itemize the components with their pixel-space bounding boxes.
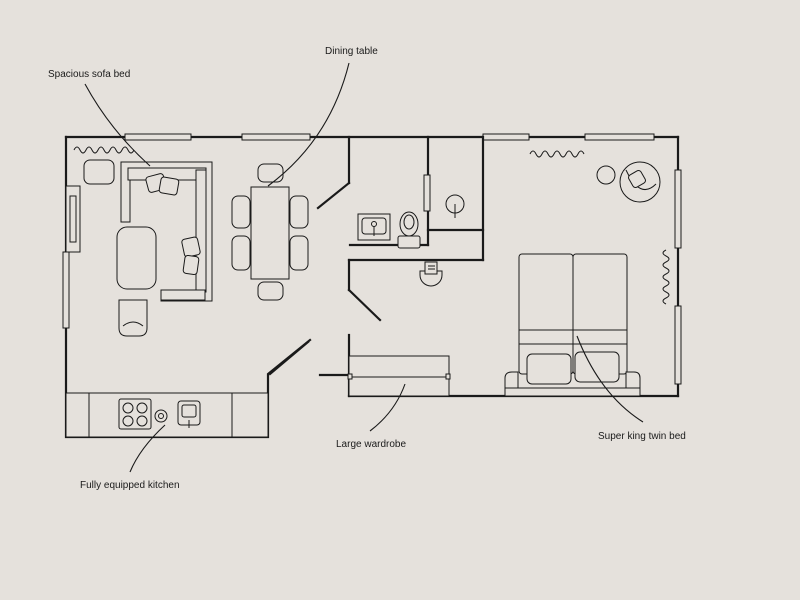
- twin-bed: [504, 253, 641, 397]
- bathroom-fixtures: [357, 174, 465, 287]
- leader-sofa: [84, 83, 151, 167]
- leader-kitchen: [129, 424, 166, 473]
- armchair: [118, 299, 148, 337]
- label-large-wardrobe: Large wardrobe: [336, 439, 406, 450]
- radiator-living: [73, 146, 135, 154]
- label-dining-table: Dining table: [325, 46, 378, 57]
- radiator-bedroom-side: [662, 249, 670, 305]
- label-fully-equipped-kitchen: Fully equipped kitchen: [80, 480, 180, 491]
- leader-dining: [267, 62, 350, 187]
- tv-unit: [65, 185, 81, 253]
- side-table: [596, 165, 616, 185]
- wardrobe: [347, 355, 451, 397]
- pouf: [83, 159, 115, 185]
- leader-bed: [576, 335, 644, 423]
- label-super-king-twin-bed: Super king twin bed: [598, 431, 686, 442]
- sofa-bed: [120, 161, 213, 302]
- dining-table-group: [231, 163, 309, 301]
- kitchen-counter: [65, 392, 269, 438]
- radiator-bedroom-top: [529, 150, 585, 158]
- bedroom-armchair: [619, 161, 661, 203]
- coffee-table: [116, 226, 157, 290]
- leader-wardrobe: [369, 383, 406, 432]
- label-spacious-sofa-bed: Spacious sofa bed: [48, 69, 130, 80]
